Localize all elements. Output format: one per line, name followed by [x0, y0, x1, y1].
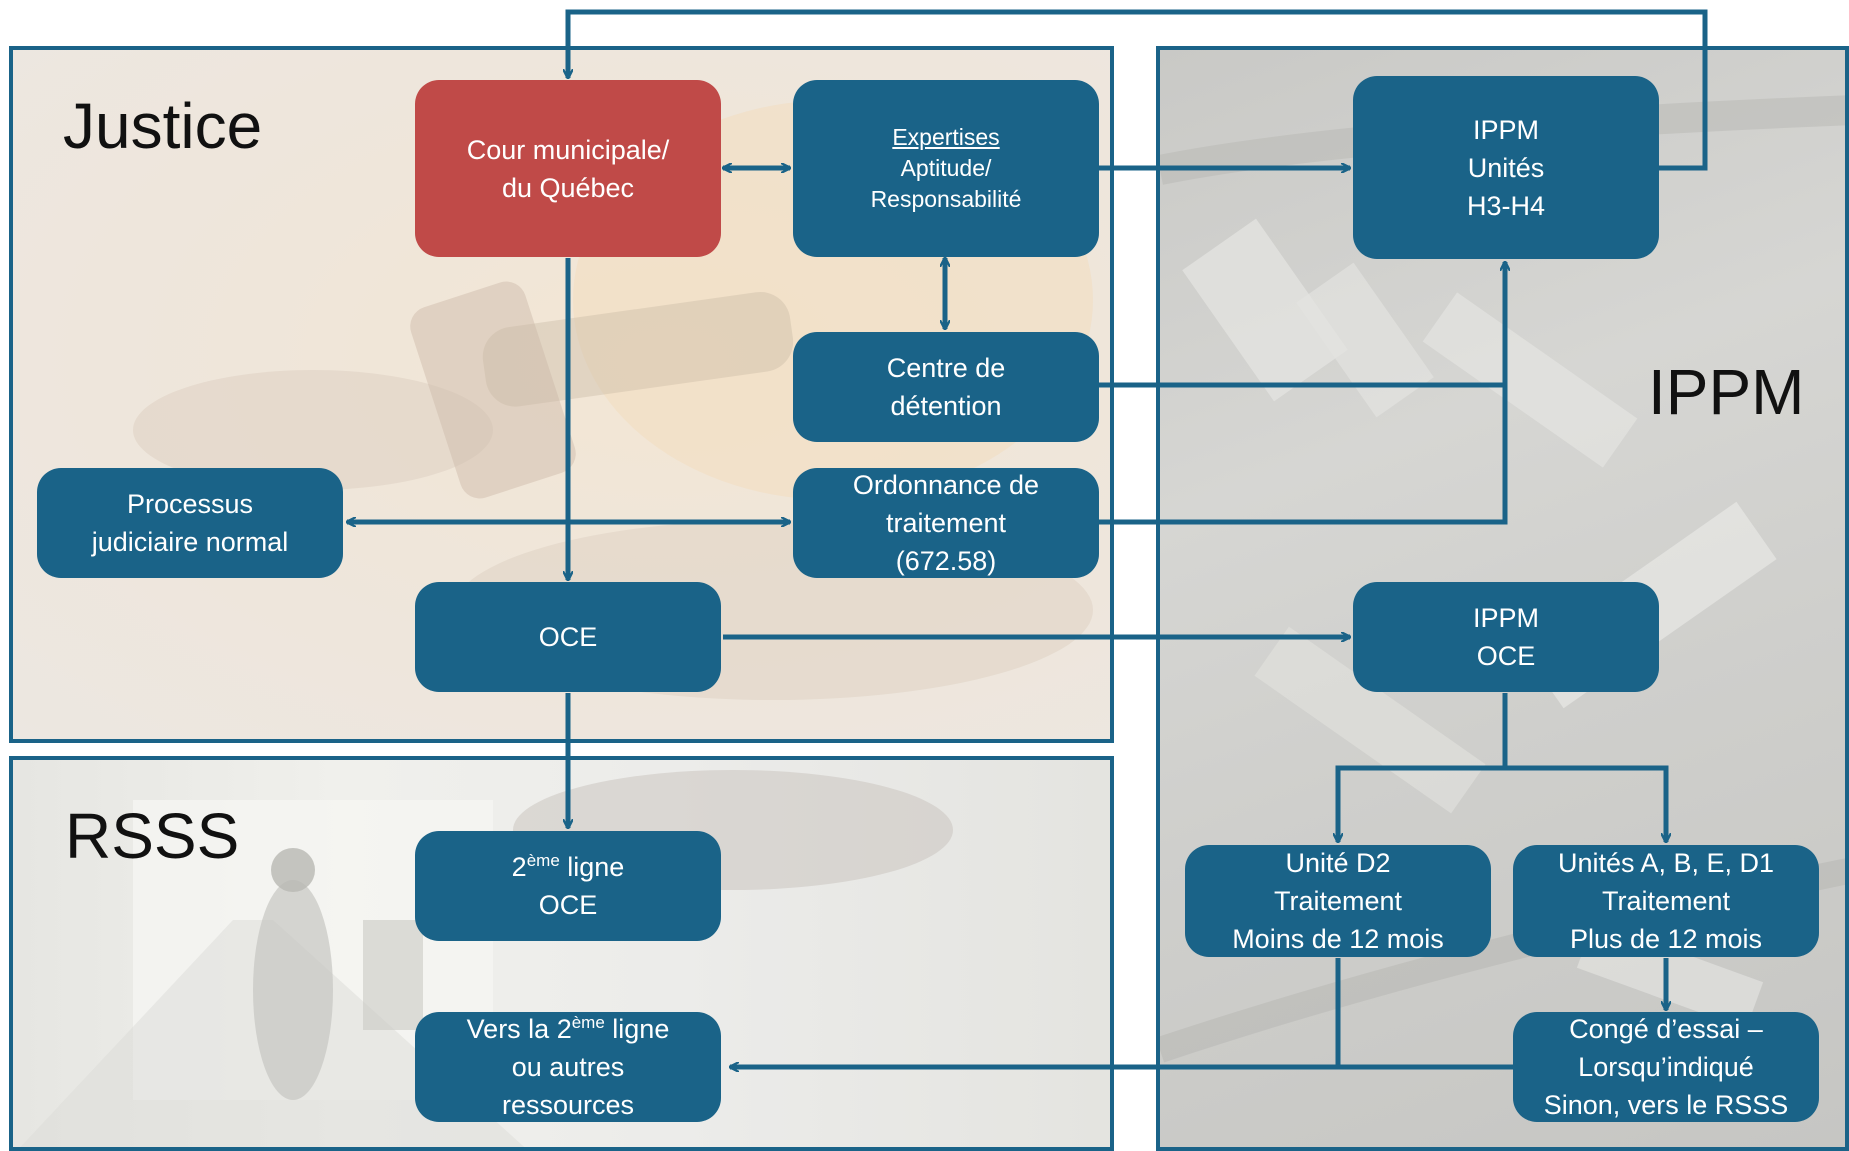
expertises-line2: Responsabilité [870, 186, 1022, 212]
ippm-unites-line1: IPPM [1472, 114, 1539, 145]
ordonnance-line2: traitement [885, 508, 1007, 538]
ippm-unites-node[interactable]: IPPM Unités H3-H4 [1353, 76, 1659, 259]
conge-node[interactable]: Congé d’essai – Lorsqu’indiqué Sinon, ve… [1513, 1012, 1819, 1122]
ordonnance-line1: Ordonnance de [852, 470, 1040, 500]
processus-line1: Processus [126, 489, 254, 519]
unites-abed-line3: Plus de 12 mois [1569, 924, 1763, 954]
centre-line1: Centre de [886, 353, 1006, 383]
rsss-title: RSSS [65, 800, 240, 872]
unites-abed-line1: Unités A, B, E, D1 [1557, 848, 1775, 878]
unite-d2-line1: Unité D2 [1285, 848, 1391, 878]
centre-line2: détention [890, 391, 1002, 421]
vers-line3: ressources [501, 1090, 635, 1120]
vers-line1: Vers la 2ème ligne [466, 1013, 670, 1044]
ordonnance-node[interactable]: Ordonnance de traitement (672.58) [793, 468, 1099, 578]
expertises-title: Expertises [892, 124, 1000, 150]
expertises-line1: Aptitude/ [900, 155, 992, 181]
cour-line1: Cour municipale/ [466, 134, 670, 165]
unite-d2-node[interactable]: Unité D2 Traitement Moins de 12 mois [1185, 845, 1491, 957]
conge-line1: Congé d’essai – [1569, 1014, 1763, 1044]
ippm-oce-node[interactable]: IPPM OCE [1353, 582, 1659, 692]
vers-line2: ou autres [511, 1052, 625, 1082]
expertises-node[interactable]: Expertises Aptitude/ Responsabilité [793, 80, 1099, 257]
oce-label: OCE [538, 622, 598, 652]
cour-line2: du Québec [501, 172, 635, 203]
deuxieme-ligne-line2: OCE [538, 890, 598, 920]
cour-node[interactable]: Cour municipale/ du Québec [415, 80, 721, 257]
unite-d2-line3: Moins de 12 mois [1232, 924, 1444, 954]
conge-line2: Lorsqu’indiqué [1578, 1052, 1754, 1082]
ippm-oce-line1: IPPM [1472, 603, 1539, 633]
processus-line2: judiciaire normal [91, 527, 289, 557]
centre-node[interactable]: Centre de détention [793, 332, 1099, 442]
deuxieme-ligne-node[interactable]: 2ème ligne OCE [415, 831, 721, 941]
deuxieme-ligne-line1: 2ème ligne [511, 851, 625, 882]
justice-title: Justice [63, 90, 263, 162]
conge-line3: Sinon, vers le RSSS [1543, 1090, 1789, 1120]
vers-node[interactable]: Vers la 2ème ligne ou autres ressources [415, 1012, 721, 1122]
ippm-oce-line2: OCE [1476, 641, 1536, 671]
ippm-unites-line2: Unités [1467, 152, 1545, 183]
unites-abed-line2: Traitement [1601, 886, 1731, 916]
processus-node[interactable]: Processus judiciaire normal [37, 468, 343, 578]
unites-abed-node[interactable]: Unités A, B, E, D1 Traitement Plus de 12… [1513, 845, 1819, 957]
ippm-title: IPPM [1648, 356, 1805, 428]
ippm-unites-line3: H3-H4 [1466, 190, 1546, 221]
ordonnance-line3: (672.58) [895, 546, 997, 576]
oce-node[interactable]: OCE [415, 582, 721, 692]
unite-d2-line2: Traitement [1273, 886, 1403, 916]
